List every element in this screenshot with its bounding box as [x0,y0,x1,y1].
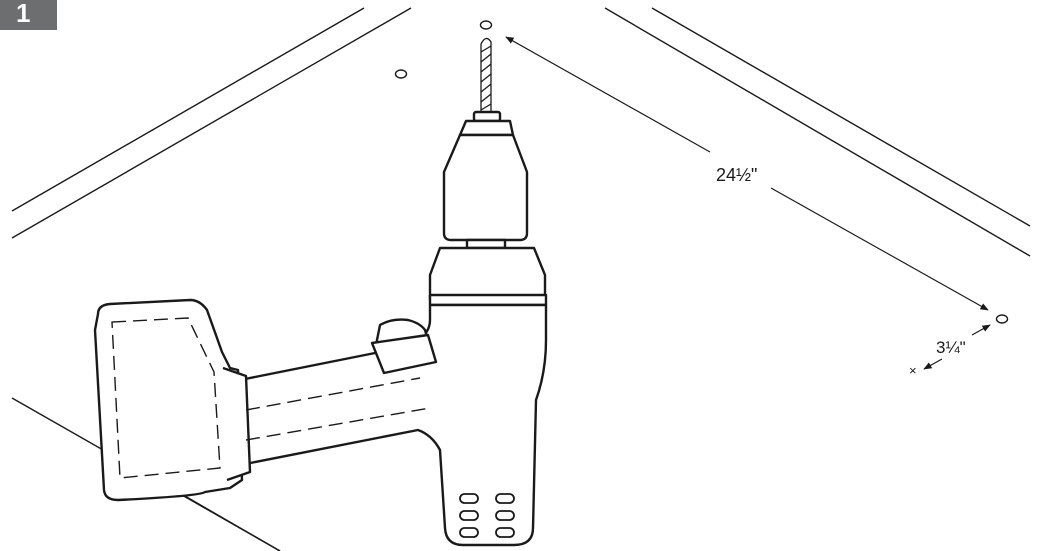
dimension-line-lower [770,187,989,311]
panel-edge-right-inner [604,7,1031,257]
vent-slot [459,510,479,521]
hole-right [995,314,1009,324]
battery-clip [222,366,252,482]
grip-dash-lower [245,407,431,441]
chuck-body [442,133,529,242]
drill-dashed-details [111,317,431,479]
dimension-edge-offset [923,324,991,370]
grip-dash-upper [245,377,421,411]
battery-pack [93,298,244,502]
offset-line-lower [923,358,943,370]
cordless-drill-icon [93,110,548,547]
step-number: 1 [16,0,31,28]
vent-slots [459,493,515,538]
vent-slot [459,527,479,538]
motor-band [428,293,548,307]
motor-head [428,246,547,302]
hole-top [479,20,493,30]
dimension-label-spacing: 24½" [716,165,757,185]
panel-edge-right-outer [651,7,1031,227]
chuck-nose [472,110,502,123]
edge-mark: × [909,363,917,378]
panel-edge-left-inner [11,7,412,239]
step-badge: 1 [0,0,57,30]
dimension-hole-spacing [505,36,989,311]
dimension-line-upper [505,36,711,153]
vent-slot [459,493,479,504]
pilot-holes [394,20,1009,324]
hole-left [394,69,408,79]
dimension-label-offset: 3¼" [936,338,966,357]
battery-inner-outline [111,317,221,479]
vent-slot [495,493,515,504]
chuck [458,119,515,137]
offset-line-upper [971,324,991,336]
drill-bit-icon [480,37,492,113]
vent-slot [495,527,515,538]
panel-edge-left-outer [11,7,365,212]
vent-slot [495,510,515,521]
trigger-guard [370,333,438,375]
